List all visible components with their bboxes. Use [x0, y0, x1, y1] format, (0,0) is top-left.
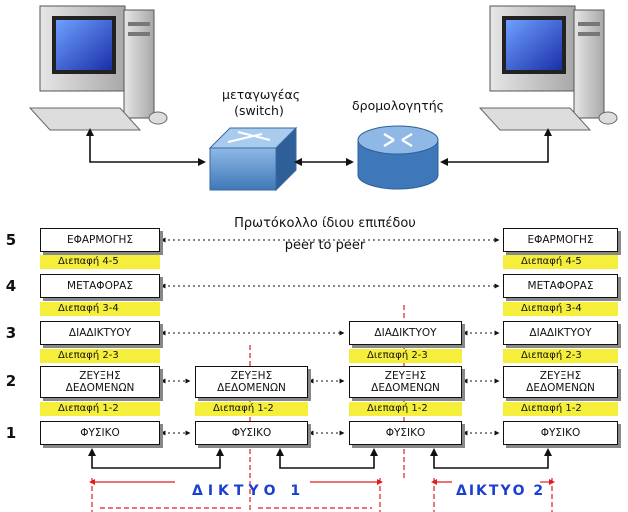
host-b-interface-1-2: Διεπαφή 1-2 [503, 402, 618, 416]
protocol-subtitle: peer to peer [284, 238, 366, 253]
host-b-interface-4-5: Διεπαφή 4-5 [503, 255, 618, 269]
datalink-label-line2: ΔΕΔΟΜΕΝΩΝ [371, 382, 440, 394]
datalink-label-line1: ΖΕΥΞΗΣ [539, 370, 582, 382]
router-interface-1-2: Διεπαφή 1-2 [349, 402, 462, 416]
router-physical-layer: ΦΥΣΙΚΟ [349, 421, 462, 445]
host-b-network-layer: ΔΙΑΔΙΚΤΥΟΥ [503, 321, 618, 345]
datalink-label-line1: ΖΕΥΞΗΣ [230, 370, 273, 382]
router-icon [357, 125, 439, 190]
host-a-interface-1-2: Διεπαφή 1-2 [40, 402, 160, 416]
host-a-network-layer: ΔΙΑΔΙΚΤΥΟΥ [40, 321, 160, 345]
host-a-datalink-layer: ΖΕΥΞΗΣ ΔΕΔΟΜΕΝΩΝ [40, 366, 160, 398]
host-b-datalink-layer: ΖΕΥΞΗΣ ΔΕΔΟΜΕΝΩΝ [503, 366, 618, 398]
host-a-interface-3-4: Διεπαφή 3-4 [40, 302, 160, 316]
host-b-physical-layer: ΦΥΣΙΚΟ [503, 421, 618, 445]
link-router-pc [440, 128, 552, 166]
level-5-number: 5 [5, 231, 17, 249]
router-label: δρομολογητής [352, 98, 444, 113]
router-datalink-layer: ΖΕΥΞΗΣ ΔΕΔΟΜΕΝΩΝ [349, 366, 462, 398]
level-4-number: 4 [5, 277, 17, 295]
switch-label: μεταγωγέας [222, 87, 301, 102]
host-a-interface-4-5: Διεπαφή 4-5 [40, 255, 160, 269]
switch-interface-1-2: Διεπαφή 1-2 [195, 402, 308, 416]
level-1-number: 1 [5, 424, 17, 442]
datalink-label-line1: ΖΕΥΞΗΣ [384, 370, 427, 382]
host-b-transport-layer: ΜΕΤΑΦΟΡΑΣ [503, 274, 618, 298]
datalink-label-line2: ΔΕΔΟΜΕΝΩΝ [65, 382, 135, 394]
host-b-interface-2-3: Διεπαφή 2-3 [503, 349, 618, 363]
switch-physical-layer: ΦΥΣΙΚΟ [195, 421, 308, 445]
datalink-label-line2: ΔΕΔΟΜΕΝΩΝ [526, 382, 595, 394]
host-a-application-layer: ΕΦΑΡΜΟΓΗΣ [40, 228, 160, 252]
level-2-number: 2 [5, 372, 17, 390]
level-3-number: 3 [5, 324, 17, 342]
network-illustration [28, 5, 618, 192]
host-b-interface-3-4: Διεπαφή 3-4 [503, 302, 618, 316]
host-a-interface-2-3: Διεπαφή 2-3 [40, 349, 160, 363]
protocol-title: Πρωτόκολλο ίδιου επιπέδου [234, 216, 416, 231]
host-a-transport-layer: ΜΕΤΑΦΟΡΑΣ [40, 274, 160, 298]
datalink-label-line1: ΖΕΥΞΗΣ [79, 370, 121, 382]
network-1-label: ΔΙΚΤΥΟ 1 [192, 483, 306, 499]
router-network-layer: ΔΙΑΔΙΚΤΥΟΥ [349, 321, 462, 345]
host-b-application-layer: ΕΦΑΡΜΟΓΗΣ [503, 228, 618, 252]
computer-right-icon [478, 5, 618, 131]
link-pc-switch [86, 128, 206, 166]
switch-icon [208, 126, 298, 192]
switch-datalink-layer: ΖΕΥΞΗΣ ΔΕΔΟΜΕΝΩΝ [195, 366, 308, 398]
switch-label-en: (switch) [234, 103, 284, 118]
computer-left-icon [28, 5, 168, 131]
datalink-label-line2: ΔΕΔΟΜΕΝΩΝ [217, 382, 286, 394]
host-a-physical-layer: ΦΥΣΙΚΟ [40, 421, 160, 445]
network-2-label: ΔΙΚΤΥΟ 2 [456, 483, 546, 499]
router-interface-2-3: Διεπαφή 2-3 [349, 349, 462, 363]
